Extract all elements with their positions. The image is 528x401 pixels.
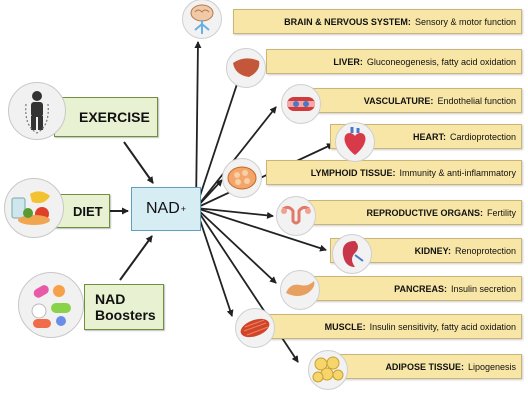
organ-function: Endothelial function — [437, 95, 516, 106]
arrow-to-kidney — [195, 207, 327, 252]
organ-row-muscle: MUSCLE:Insulin sensitivity, fatty acid o… — [266, 314, 522, 339]
adipose-tissue-icon — [308, 350, 348, 390]
nad-boosters-label-line1: NAD — [95, 291, 126, 307]
organ-name: HEART: — [412, 131, 446, 142]
organ-function: Gluconeogenesis, fatty acid oxidation — [366, 56, 516, 67]
diet-icon — [4, 178, 64, 238]
diet-label: DIET — [73, 203, 103, 219]
organ-row-uterus: REPRODUCTIVE ORGANS: Fertility — [303, 200, 522, 225]
arrow-to-uterus — [195, 207, 274, 219]
nad-plus-node: NAD+ — [131, 187, 201, 231]
organ-row-liver: LIVER:Gluconeogenesis, fatty acid oxidat… — [266, 49, 522, 74]
organ-name: MUSCLE: — [324, 321, 366, 332]
organ-function: Immunity & anti-inflammatory — [399, 167, 516, 178]
organ-function: Insulin secretion — [450, 283, 516, 294]
organ-name: LIVER: — [333, 56, 363, 67]
organ-function: Cardioprotection — [449, 131, 516, 142]
organ-name: VASCULATURE: — [363, 95, 434, 106]
exercise-label: EXERCISE — [79, 109, 150, 125]
arrow-to-heart — [195, 143, 334, 209]
organ-name: LYMPHOID TISSUE: — [310, 167, 396, 178]
nad-superscript: + — [180, 204, 187, 214]
organ-row-adipose-tissue: ADIPOSE TISSUE:Lipogenesis — [330, 354, 522, 379]
arrow-to-brain — [194, 41, 202, 209]
organ-function: Lipogenesis — [467, 361, 516, 372]
organ-name: PANCREAS: — [394, 283, 447, 294]
supplement-pills-icon — [18, 272, 84, 338]
arrow-to-muscle — [195, 207, 234, 317]
organ-row-brain: BRAIN & NERVOUS SYSTEM:Sensory & motor f… — [233, 9, 522, 34]
organ-row-lymph-node: LYMPHOID TISSUE:Immunity & anti-inflamma… — [266, 160, 522, 185]
brain-icon — [182, 0, 222, 39]
pancreas-icon — [280, 270, 320, 310]
organ-function: Fertility — [487, 207, 516, 218]
organ-row-blood-vessel: VASCULATURE:Endothelial function — [303, 88, 522, 113]
exercise-arrow — [123, 141, 154, 184]
organ-row-pancreas: PANCREAS:Insulin secretion — [303, 276, 522, 301]
boosters-arrow — [119, 235, 153, 281]
organ-name: REPRODUCTIVE ORGANS: — [366, 207, 483, 218]
organ-function: Renoprotection — [454, 245, 516, 256]
organ-name: KIDNEY: — [414, 245, 451, 256]
nad-label: NAD — [145, 200, 180, 217]
muscle-icon — [235, 308, 275, 348]
liver-icon — [226, 48, 266, 88]
arrow-to-liver — [195, 74, 242, 209]
arrow-to-blood-vessel — [195, 106, 277, 209]
exercise-icon — [8, 82, 66, 140]
organ-function: Sensory & motor function — [414, 16, 516, 27]
nad-boosters-box: NAD Boosters — [84, 284, 164, 330]
arrow-to-pancreas — [195, 207, 277, 284]
exercise-box: EXERCISE — [54, 97, 158, 137]
heart-icon — [335, 122, 375, 162]
organ-name: BRAIN & NERVOUS SYSTEM: — [284, 16, 411, 27]
uterus-icon — [276, 196, 316, 236]
blood-vessel-icon — [281, 84, 321, 124]
organ-function: Insulin sensitivity, fatty acid oxidatio… — [369, 321, 516, 332]
organ-name: ADIPOSE TISSUE: — [385, 361, 464, 372]
lymph-node-icon — [222, 158, 262, 198]
kidney-icon — [332, 234, 372, 274]
nad-boosters-label-line2: Boosters — [95, 307, 156, 323]
